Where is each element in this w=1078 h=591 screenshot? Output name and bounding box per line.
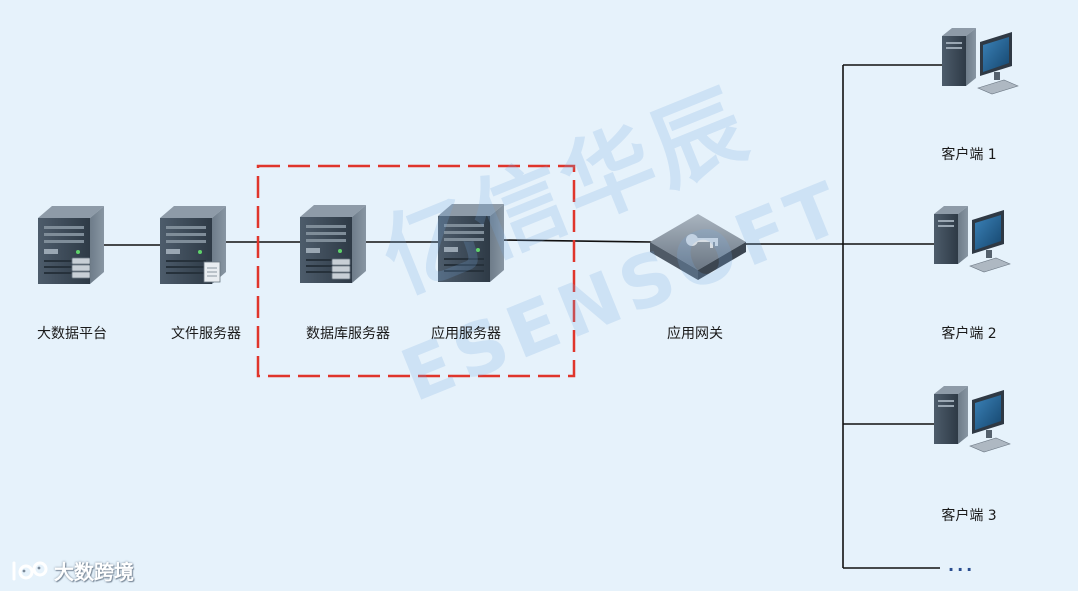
brand-logo-icon	[12, 561, 48, 580]
link-app-gateway	[499, 239, 653, 243]
desktop-computer-icon	[941, 27, 1019, 95]
server-icon	[160, 206, 226, 284]
label-file-server: 文件服务器	[171, 326, 241, 342]
label-client-2: 客户端 2	[941, 326, 997, 342]
brand-watermark: 大数跨境	[10, 556, 134, 585]
label-database-server: 数据库服务器	[306, 326, 390, 342]
brand-text: 大数跨境	[54, 560, 134, 584]
label-big-data-platform: 大数据平台	[37, 326, 107, 342]
server-database-icon	[38, 206, 104, 284]
desktop-computer-icon	[933, 205, 1011, 273]
connectors	[104, 64, 942, 569]
label-app-server: 应用服务器	[431, 326, 501, 342]
label-client-3: 客户端 3	[941, 508, 997, 524]
label-client-1: 客户端 1	[941, 147, 997, 163]
desktop-computer-icon	[933, 385, 1011, 453]
server-database-icon	[300, 205, 366, 283]
label-app-gateway: 应用网关	[667, 326, 723, 342]
gateway-key-icon	[650, 214, 746, 280]
more-clients-ellipsis: ...	[948, 556, 976, 575]
highlight-box	[256, 164, 576, 378]
server-icon	[438, 204, 504, 282]
